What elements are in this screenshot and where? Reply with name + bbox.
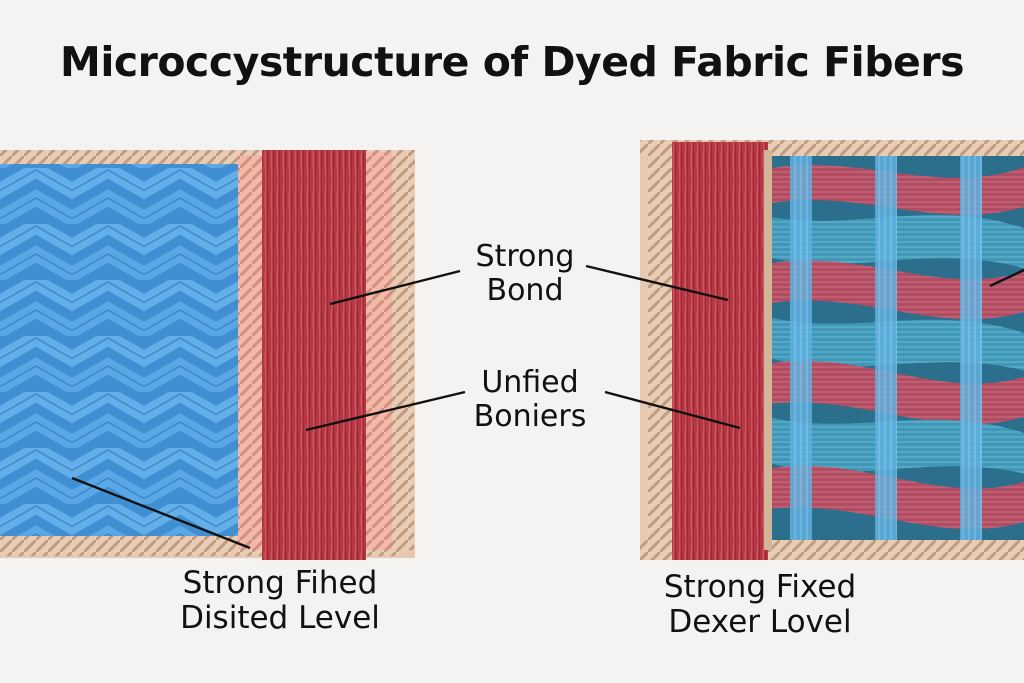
strong-bond-callout: Strong Bond xyxy=(440,240,610,307)
left-rope-border xyxy=(648,145,674,555)
blue-herringbone-weave xyxy=(0,160,285,545)
left-fabric-swatch xyxy=(0,150,415,560)
right-caption-line-2: Dexer Lovel xyxy=(668,603,852,640)
red-fiber-band xyxy=(262,150,366,560)
unfied-boniers-line-2: Boniers xyxy=(473,398,587,434)
right-pink-cord xyxy=(366,152,394,550)
unfied-boniers-callout: Unfied Boniers xyxy=(440,366,620,433)
strong-bond-line-2: Bond xyxy=(486,272,564,308)
unfied-boniers-line-1: Unfied xyxy=(481,365,579,400)
strong-bond-line-1: Strong xyxy=(475,239,575,274)
page-title: Microccystructure of Dyed Fabric Fibers xyxy=(60,38,964,86)
right-fabric-swatch xyxy=(640,140,1024,560)
left-caption-line-1: Strong Fihed xyxy=(182,565,378,601)
left-swatch-caption: Strong Fihed Disited Level xyxy=(130,566,430,635)
right-caption-line-1: Strong Fixed xyxy=(663,569,857,605)
red-fiber-band xyxy=(672,142,768,560)
left-caption-line-2: Disited Level xyxy=(180,599,380,636)
leader-lines xyxy=(71,264,1024,550)
right-swatch-caption: Strong Fixed Dexer Lovel xyxy=(620,570,900,639)
